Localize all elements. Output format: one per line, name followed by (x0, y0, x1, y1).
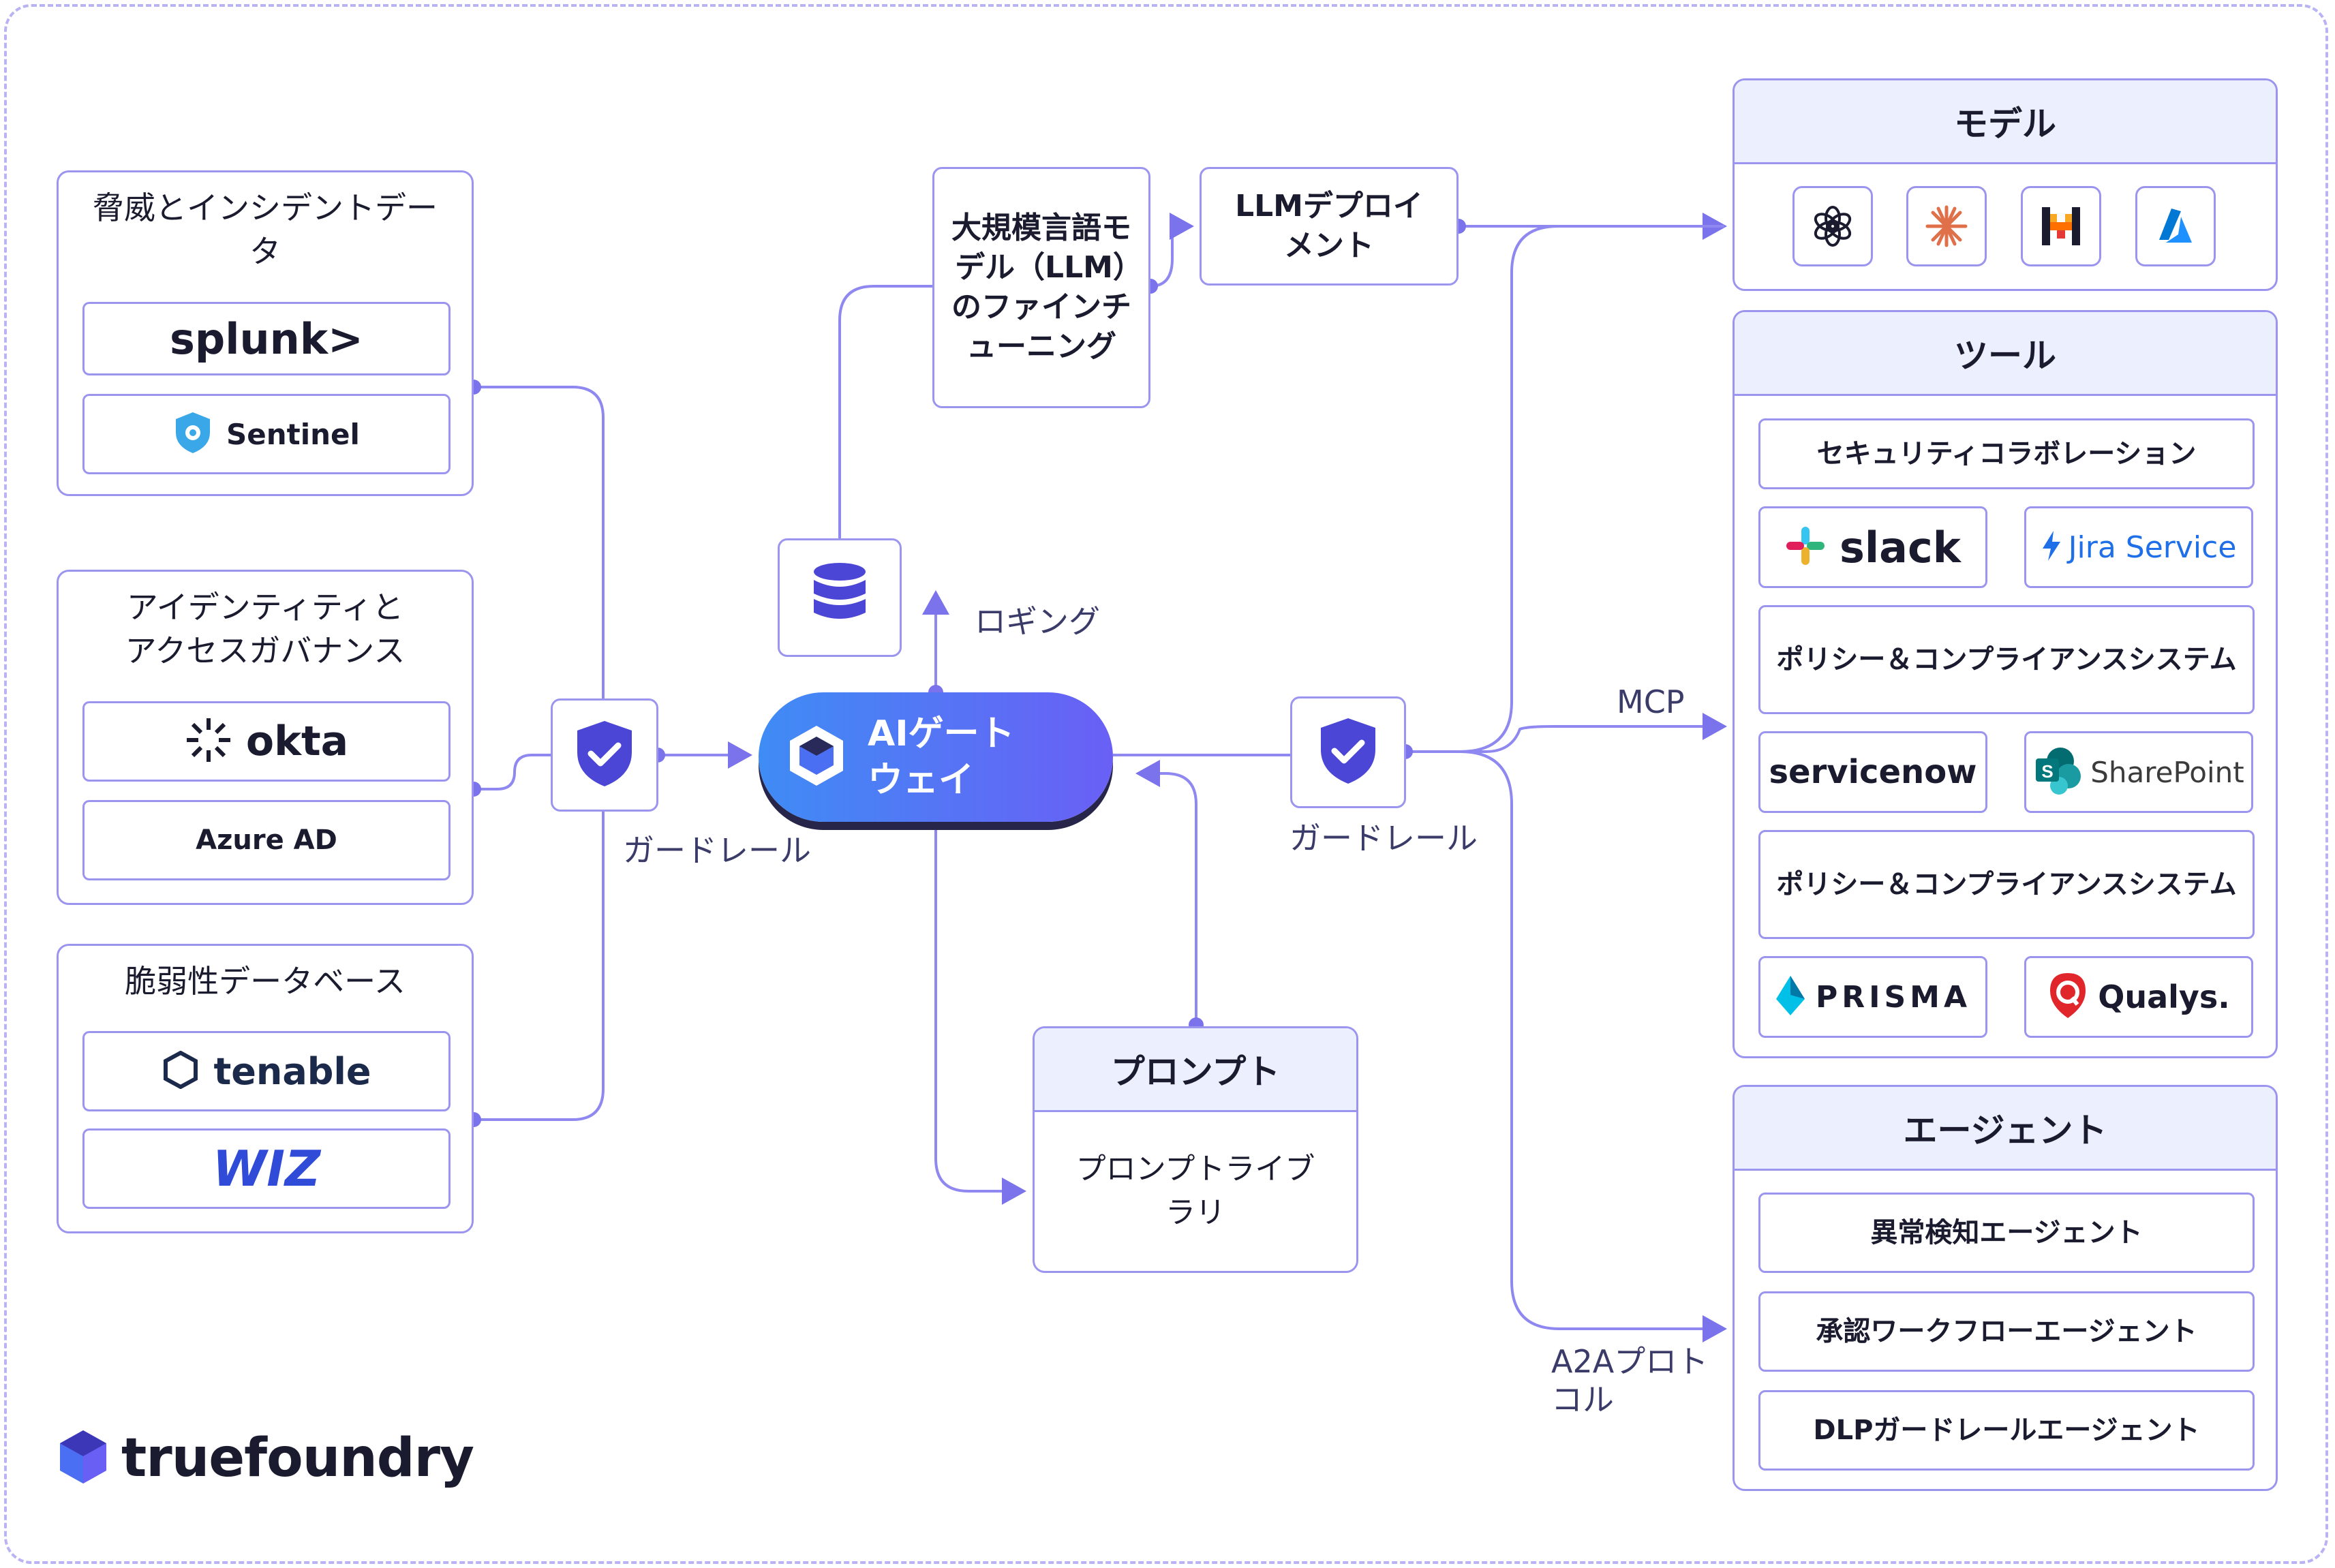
security-collab-item: セキュリティコラボレーション (1758, 418, 2255, 489)
shield-check-icon (572, 718, 637, 792)
a2a-label: A2Aプロトコル (1551, 1343, 1709, 1418)
models-title: モデル (1735, 80, 2276, 164)
threat-data-title: 脅威とインシデントデータ (93, 189, 438, 270)
tools-card: ツール セキュリティコラボレーション slack Jira Service ポリ… (1733, 310, 2278, 1058)
agent-item: 承認ワークフローエージェント (1758, 1291, 2255, 1372)
sentinel-logo: Sentinel (82, 394, 451, 474)
truefoundry-logo-icon (57, 1429, 109, 1488)
policy-compliance-item-1: ポリシー＆コンプライアンスシステム (1758, 605, 2255, 714)
llm-deploy-box: LLMデプロイメント (1200, 167, 1459, 286)
models-card: モデル (1733, 78, 2278, 291)
splunk-logo: splunk> (82, 302, 451, 375)
left-guardrail[interactable] (551, 698, 658, 812)
prompt-card: プロンプト プロンプトライブラリ (1033, 1026, 1358, 1273)
ai-gateway[interactable]: AIゲートウェイ (759, 692, 1113, 822)
mcp-label: MCP (1617, 683, 1685, 720)
mistral-icon[interactable] (2021, 186, 2101, 266)
svg-text:S: S (2042, 761, 2054, 782)
policy-compliance-item-2: ポリシー＆コンプライアンスシステム (1758, 830, 2255, 939)
prisma-logo: PRISMA (1758, 956, 1987, 1038)
okta-icon (185, 716, 232, 767)
azure-ad-item: Azure AD (82, 800, 451, 880)
jira-logo: Jira Service (2024, 506, 2253, 588)
logging-label: ロギング (975, 603, 1100, 640)
identity-card: アイデンティティとアクセスガバナンス okta Azure AD (57, 570, 474, 905)
agent-item: 異常検知エージェント (1758, 1193, 2255, 1273)
slack-logo: slack (1758, 506, 1987, 588)
tenable-logo: tenable (82, 1031, 451, 1111)
agents-card: エージェント 異常検知エージェント 承認ワークフローエージェント DLPガードレ… (1733, 1085, 2278, 1491)
right-guardrail[interactable] (1290, 696, 1406, 808)
truefoundry-brand: truefoundry (57, 1428, 474, 1489)
sharepoint-logo: S SharePoint (2024, 731, 2253, 813)
logging-database[interactable] (778, 538, 902, 657)
prisma-icon (1775, 974, 1806, 1019)
wiz-logo: WIZ (82, 1128, 451, 1209)
qualys-icon (2047, 972, 2088, 1022)
openai-icon[interactable] (1792, 186, 1873, 266)
diagram-frame (4, 4, 2328, 1564)
llm-finetune-box: 大規模言語モデル（LLM）のファインチューニング (932, 167, 1150, 408)
threat-data-card: 脅威とインシデントデータ splunk> Sentinel (57, 170, 474, 496)
prompt-title: プロンプト (1035, 1028, 1356, 1112)
agents-title: エージェント (1735, 1087, 2276, 1171)
gateway-label: AIゲートウェイ (868, 713, 1015, 801)
left-guardrail-label: ガードレール (623, 832, 811, 869)
tools-title: ツール (1735, 312, 2276, 396)
vuln-db-card: 脆弱性データベース tenable WIZ (57, 944, 474, 1233)
gateway-cube-icon (786, 723, 847, 791)
servicenow-logo: servicenow (1758, 731, 1987, 813)
prompt-library: プロンプトライブラリ (1075, 1152, 1315, 1230)
azure-icon[interactable] (2135, 186, 2216, 266)
agent-item: DLPガードレールエージェント (1758, 1390, 2255, 1471)
anthropic-icon[interactable] (1906, 186, 1987, 266)
shield-icon (173, 411, 213, 457)
okta-logo: okta (82, 701, 451, 782)
lightning-icon (2041, 529, 2062, 565)
right-guardrail-label: ガードレール (1289, 820, 1478, 857)
shield-check-icon (1315, 716, 1381, 789)
qualys-logo: Qualys. (2024, 956, 2253, 1038)
identity-title: アイデンティティとアクセスガバナンス (125, 589, 406, 669)
slack-icon (1785, 525, 1826, 569)
tenable-icon (162, 1050, 200, 1092)
vuln-db-title: 脆弱性データベース (125, 963, 406, 1000)
database-icon (812, 562, 867, 633)
sharepoint-icon: S (2033, 746, 2082, 798)
